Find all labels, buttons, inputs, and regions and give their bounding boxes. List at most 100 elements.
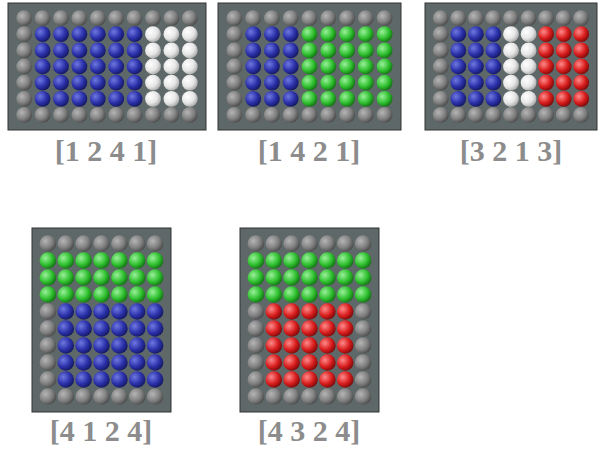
sphere [58, 235, 75, 252]
sphere [145, 107, 161, 123]
config-label: [1 4 2 1] [258, 134, 360, 168]
sphere [264, 26, 280, 42]
sphere [93, 337, 110, 354]
sphere [129, 388, 146, 405]
sphere [573, 26, 589, 42]
sphere [573, 59, 589, 75]
sphere [147, 303, 164, 320]
sphere [35, 75, 51, 91]
sphere [556, 59, 572, 75]
sphere [145, 10, 161, 26]
sphere [245, 10, 261, 26]
sphere [556, 91, 572, 107]
sphere [337, 320, 354, 337]
sphere [182, 26, 198, 42]
sphere [164, 43, 180, 59]
sphere [266, 371, 283, 388]
sphere [339, 10, 355, 26]
sphere [503, 26, 519, 42]
sphere [266, 303, 283, 320]
sphere [283, 43, 299, 59]
sphere [355, 303, 372, 320]
sphere [486, 75, 502, 91]
sphere [468, 59, 484, 75]
sphere [337, 269, 354, 286]
sphere [538, 10, 554, 26]
sphere [16, 10, 32, 26]
sphere [248, 269, 265, 286]
sphere [266, 269, 283, 286]
sphere [468, 10, 484, 26]
sphere [129, 354, 146, 371]
sphere [433, 43, 449, 59]
sphere [227, 26, 243, 42]
sphere [433, 26, 449, 42]
sphere [503, 107, 519, 123]
sphere [468, 26, 484, 42]
sphere [40, 320, 57, 337]
sphere [127, 59, 143, 75]
sphere [111, 320, 128, 337]
sphere [248, 388, 265, 405]
sphere [145, 91, 161, 107]
sphere [127, 10, 143, 26]
sphere [75, 371, 92, 388]
sphere [337, 337, 354, 354]
sphere [16, 43, 32, 59]
sphere [58, 303, 75, 320]
sphere [53, 91, 69, 107]
sphere [573, 107, 589, 123]
sphere [302, 26, 318, 42]
sphere [108, 107, 124, 123]
sphere [301, 252, 318, 269]
sphere [75, 354, 92, 371]
sphere [301, 235, 318, 252]
sphere [53, 26, 69, 42]
sphere [302, 43, 318, 59]
sphere [450, 26, 466, 42]
sphere [358, 91, 374, 107]
sphere [111, 354, 128, 371]
sphere [301, 371, 318, 388]
sphere [245, 107, 261, 123]
sphere [248, 252, 265, 269]
sphere [147, 235, 164, 252]
sphere [108, 59, 124, 75]
panel-background [32, 228, 171, 412]
sphere [573, 10, 589, 26]
sphere [264, 10, 280, 26]
sphere [111, 337, 128, 354]
sphere [245, 91, 261, 107]
sphere [40, 286, 57, 303]
sphere [283, 26, 299, 42]
sphere [433, 107, 449, 123]
sphere [75, 388, 92, 405]
sphere [319, 337, 336, 354]
sphere [145, 43, 161, 59]
sphere [35, 107, 51, 123]
sphere [556, 10, 572, 26]
sphere [283, 269, 300, 286]
sphere [337, 371, 354, 388]
sphere [75, 303, 92, 320]
sphere [72, 10, 88, 26]
sphere [301, 354, 318, 371]
sphere [556, 75, 572, 91]
sphere [93, 269, 110, 286]
panel-background [240, 228, 379, 412]
sphere [301, 269, 318, 286]
sphere [129, 252, 146, 269]
config-label: [3 2 1 3] [460, 134, 562, 168]
sphere [339, 91, 355, 107]
sphere [433, 75, 449, 91]
sphere [75, 252, 92, 269]
sphere [377, 75, 393, 91]
sphere [302, 107, 318, 123]
sphere [75, 320, 92, 337]
sphere [355, 286, 372, 303]
sphere [521, 75, 537, 91]
sphere [283, 371, 300, 388]
sphere [486, 10, 502, 26]
sphere [339, 26, 355, 42]
sphere [147, 320, 164, 337]
